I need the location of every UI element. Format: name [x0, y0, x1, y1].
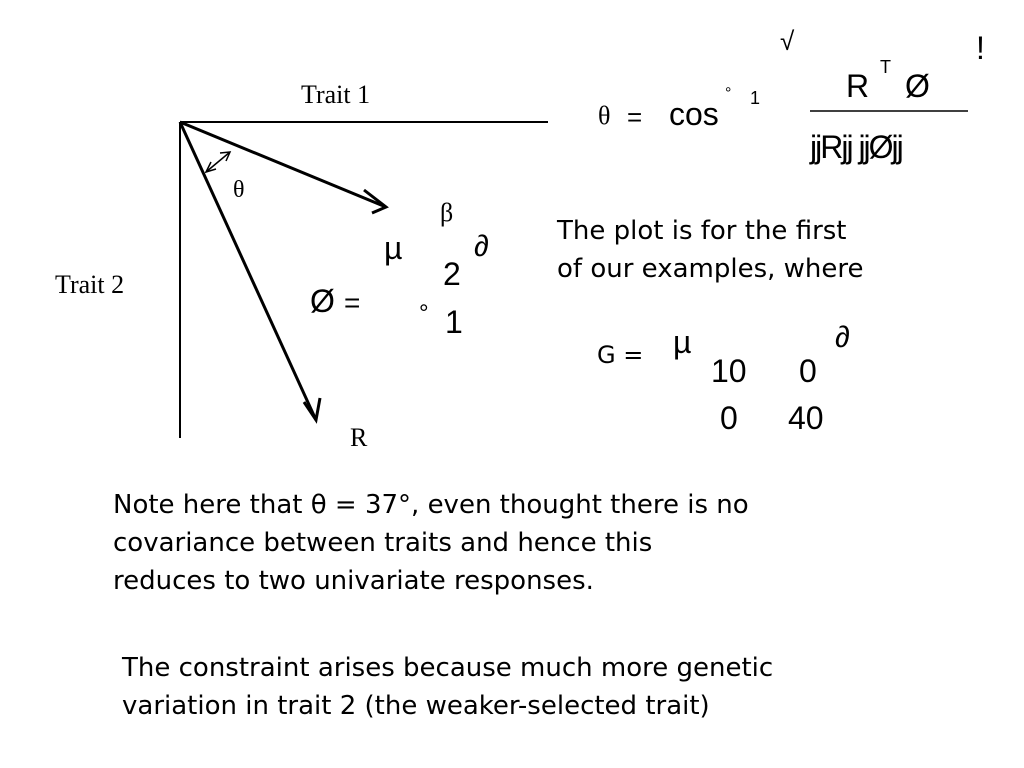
beta-vector-equals: = [344, 287, 361, 318]
beta-bracket-left: µ [384, 230, 403, 266]
trait2-label: Trait 2 [55, 270, 125, 299]
note-line1: Note here that θ = 37°, even thought the… [113, 490, 749, 520]
g-matrix-cell: 40 [788, 400, 824, 436]
constraint-line2: variation in trait 2 (the weaker-selecte… [122, 691, 710, 721]
beta-bracket-right: ∂ [474, 230, 489, 263]
beta-arrow-head [363, 188, 389, 215]
plot-note-line2: of our examples, where [557, 254, 864, 284]
formula-superscript-sign: ° [725, 85, 732, 102]
plot-note: The plot is for the first of our example… [557, 212, 864, 288]
formula-superscript-num: 1 [750, 88, 761, 108]
beta-glyph: β [440, 198, 454, 227]
formula-bang-glyph: ! [976, 30, 985, 66]
g-matrix-cell: 0 [720, 400, 738, 436]
formula-theta: θ [598, 101, 611, 130]
beta-value-top: 2 [443, 256, 461, 292]
trait1-label: Trait 1 [301, 80, 371, 109]
beta-arrow-shaft [179, 120, 387, 209]
r-vector-label: R [350, 423, 368, 452]
beta-value-bottom: 1 [445, 304, 463, 340]
theta-label: θ [233, 177, 245, 203]
note-paragraph: Note here that θ = 37°, even thought the… [113, 486, 749, 600]
g-matrix-label: G = [597, 341, 644, 369]
formula-denominator: jjRjj jjØjj [810, 129, 904, 165]
angle-double-arrow [205, 151, 231, 173]
plot-note-line1: The plot is for the first [557, 216, 847, 246]
formula-numerator-beta: Ø [905, 68, 930, 104]
r-arrow-head [302, 397, 322, 424]
formula-cos: cos [669, 96, 719, 132]
constraint-line1: The constraint arises because much more … [122, 653, 774, 683]
formula-numerator-r: R [846, 68, 870, 104]
beta-vector-symbol: Ø [310, 283, 335, 319]
g-matrix-cell: 0 [799, 353, 817, 389]
formula-numerator-t: T [880, 57, 891, 77]
constraint-paragraph: The constraint arises because much more … [122, 649, 773, 725]
g-matrix-bracket-right: ∂ [835, 321, 850, 354]
r-arrow-shaft [178, 121, 318, 421]
note-line3: reduces to two univariate responses. [113, 566, 594, 596]
beta-value-sign: ° [419, 300, 429, 327]
formula-sqrt-glyph: √ [780, 26, 795, 56]
g-matrix-cell: 10 [711, 353, 747, 389]
formula-equals: = [627, 102, 643, 132]
note-line2: covariance between traits and hence this [113, 528, 653, 558]
angle-arrow-head-a [204, 161, 217, 174]
angle-arrow-head-b [219, 151, 232, 162]
g-matrix-bracket-left: µ [673, 324, 692, 360]
